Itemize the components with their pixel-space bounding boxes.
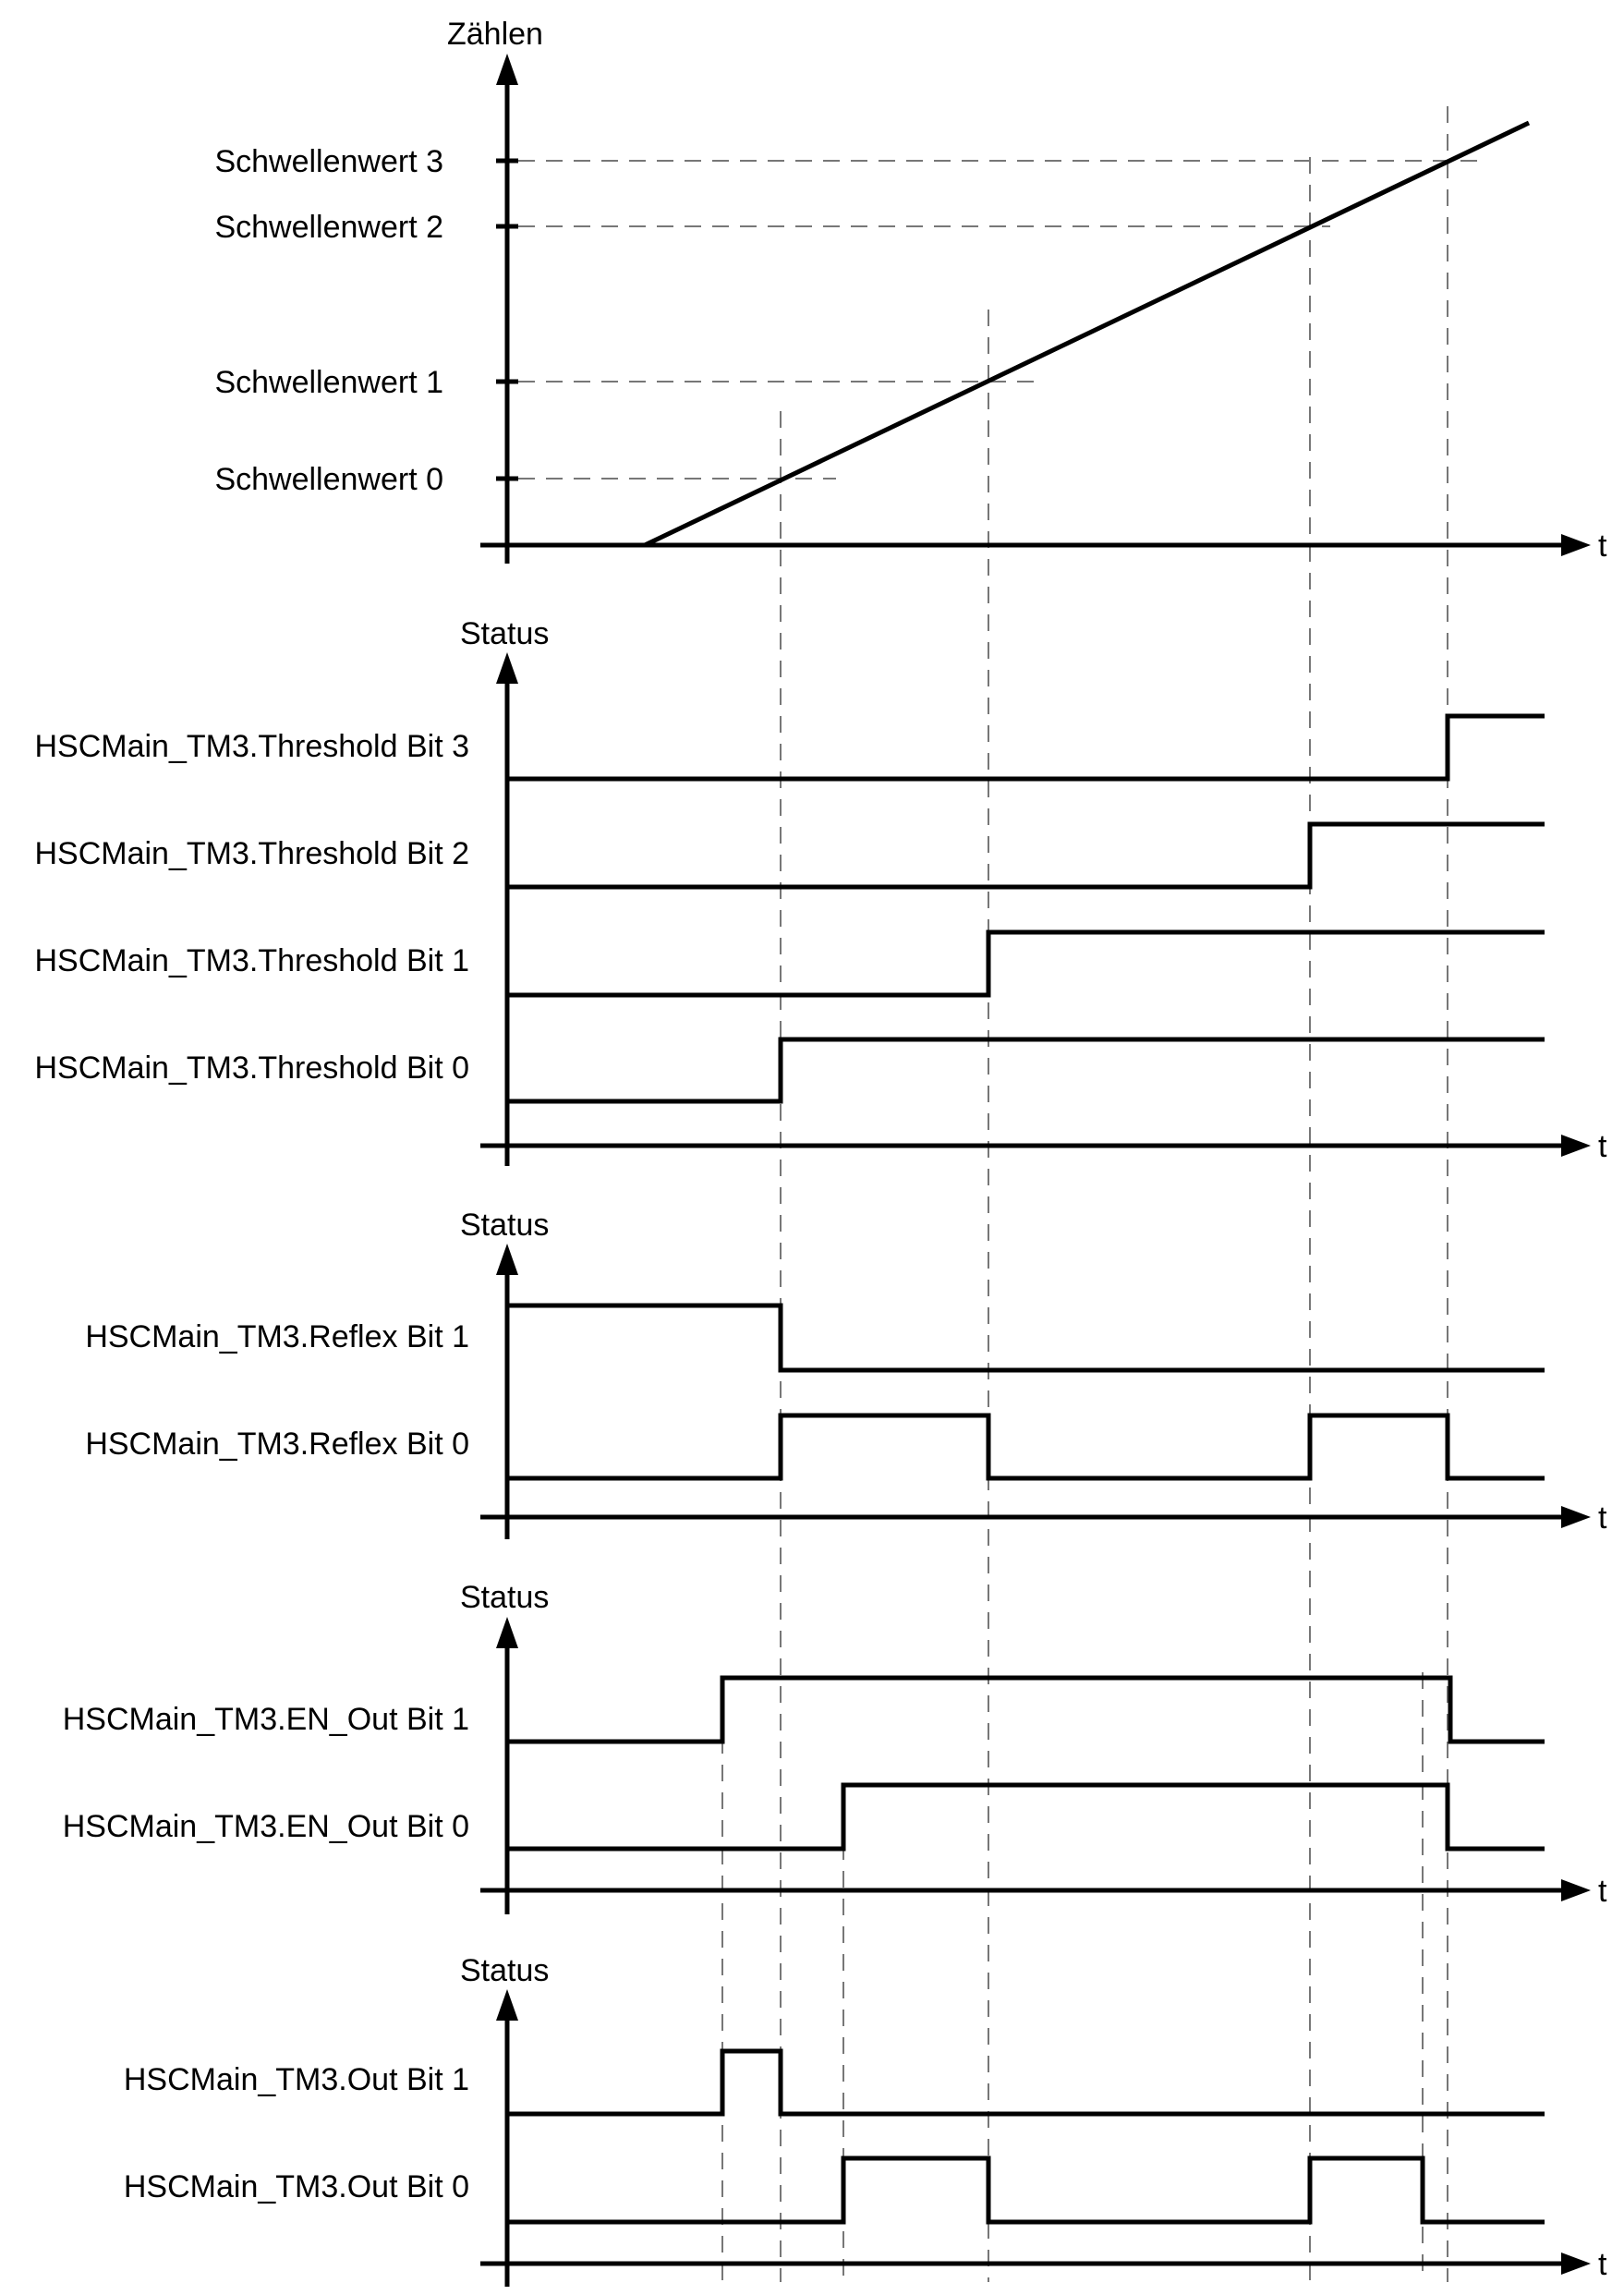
signal-label-en-out-bit-0: HSCMain_TM3.EN_Out Bit 0 — [63, 1809, 469, 1844]
panel-out-bits: Status t HSCMain_TM3.Out Bit 1 HSCMain_T… — [124, 1953, 1607, 2287]
signal-threshold-bit-0 — [507, 1037, 1545, 1104]
signal-out-bit-0 — [507, 2155, 1545, 2225]
signal-label-reflex-bit-0: HSCMain_TM3.Reflex Bit 0 — [85, 1427, 469, 1462]
signal-label-en-out-bit-1: HSCMain_TM3.EN_Out Bit 1 — [63, 1702, 469, 1737]
y-axis-arrow-icon — [496, 54, 518, 85]
signal-threshold-bit-1 — [507, 929, 1545, 998]
y-axis-arrow-icon — [496, 1244, 518, 1275]
signal-threshold-bit-2 — [507, 821, 1545, 890]
x-axis-label: t — [1598, 1129, 1607, 1164]
x-axis-arrow-icon — [1561, 1879, 1591, 1901]
signal-label-threshold-bit-1: HSCMain_TM3.Threshold Bit 1 — [34, 943, 469, 978]
x-axis-arrow-icon — [1561, 2252, 1591, 2275]
signal-en-out-bit-1 — [507, 1675, 1545, 1744]
y-axis-arrow-icon — [496, 1617, 518, 1648]
panel-threshold-bits: Status t HSCMain_TM3.Threshold Bit 3 HSC… — [34, 616, 1607, 1166]
threshold-3-label: Schwellenwert 3 — [214, 144, 443, 179]
x-axis-label: t — [1598, 1874, 1607, 1909]
y-axis-label: Status — [460, 1208, 549, 1243]
y-axis-label: Status — [460, 616, 549, 651]
panel-count: Zählen t Schwellenwert 3 Schwellenwert 2… — [214, 17, 1607, 564]
panel-en-out-bits: Status t HSCMain_TM3.EN_Out Bit 1 HSCMai… — [63, 1580, 1607, 1914]
signal-reflex-bit-0 — [507, 1413, 1545, 1481]
signal-threshold-bit-3 — [507, 713, 1545, 782]
y-axis-label: Status — [460, 1953, 549, 1988]
signal-label-out-bit-1: HSCMain_TM3.Out Bit 1 — [124, 2062, 469, 2097]
y-axis-arrow-icon — [496, 1989, 518, 2021]
signal-label-threshold-bit-2: HSCMain_TM3.Threshold Bit 2 — [34, 836, 469, 871]
guide-lines — [721, 106, 1448, 2282]
signal-en-out-bit-0 — [507, 1782, 1545, 1852]
signal-label-threshold-bit-0: HSCMain_TM3.Threshold Bit 0 — [34, 1050, 469, 1086]
x-axis-arrow-icon — [1561, 1506, 1591, 1528]
x-axis-arrow-icon — [1561, 1135, 1591, 1157]
threshold-2-label: Schwellenwert 2 — [214, 210, 443, 245]
x-axis-label: t — [1598, 1500, 1607, 1536]
x-axis-label: t — [1598, 528, 1607, 564]
threshold-1-label: Schwellenwert 1 — [214, 365, 443, 400]
count-ramp-line — [643, 120, 1531, 548]
signal-label-out-bit-0: HSCMain_TM3.Out Bit 0 — [124, 2169, 469, 2204]
signal-label-reflex-bit-1: HSCMain_TM3.Reflex Bit 1 — [85, 1319, 469, 1354]
y-axis-label: Zählen — [447, 17, 543, 52]
signal-out-bit-1 — [507, 2048, 1545, 2117]
signal-label-threshold-bit-3: HSCMain_TM3.Threshold Bit 3 — [34, 729, 469, 764]
y-axis-label: Status — [460, 1580, 549, 1615]
y-axis-arrow-icon — [496, 652, 518, 684]
threshold-0-label: Schwellenwert 0 — [214, 462, 443, 497]
x-axis-arrow-icon — [1561, 534, 1591, 556]
panel-reflex-bits: Status t HSCMain_TM3.Reflex Bit 1 HSCMai… — [85, 1208, 1607, 1539]
signal-reflex-bit-1 — [507, 1303, 1545, 1373]
x-axis-label: t — [1598, 2247, 1607, 2282]
